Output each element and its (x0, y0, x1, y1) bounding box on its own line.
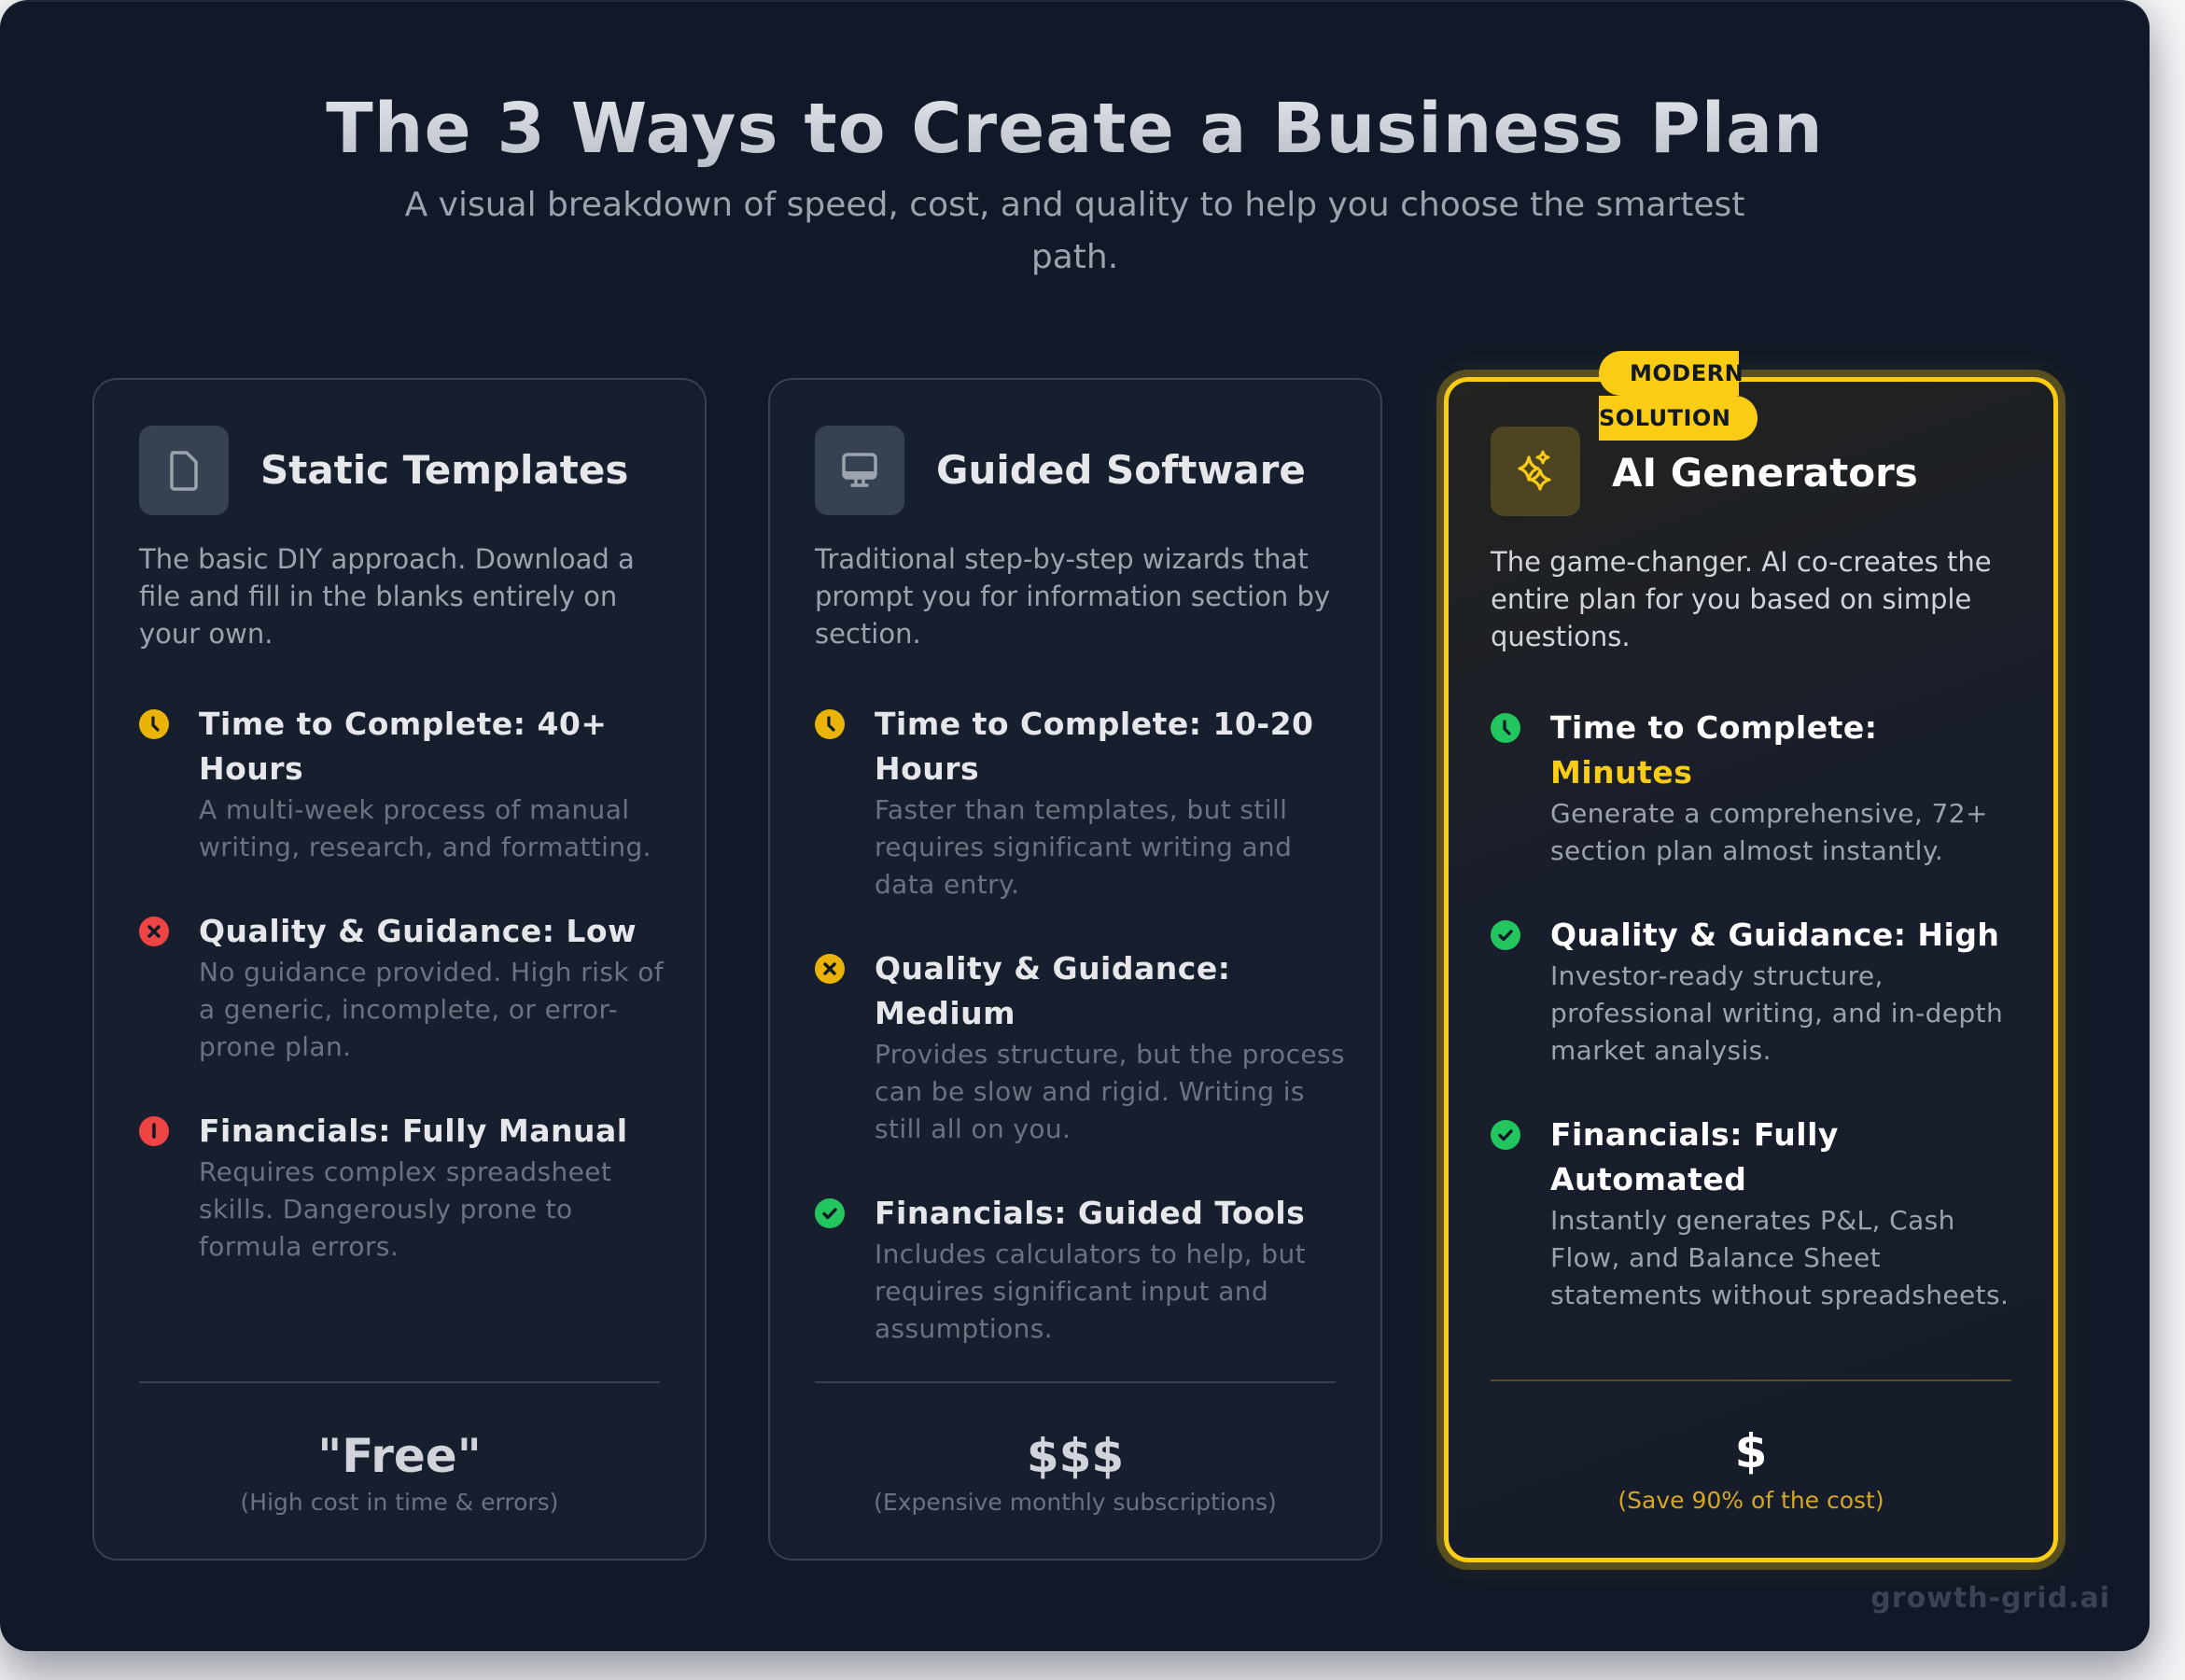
feature-description: Requires complex spreadsheet skills. Dan… (199, 1156, 612, 1262)
feature-description: Faster than templates, but still require… (875, 794, 1293, 900)
sparkles-icon (1491, 427, 1580, 516)
feature-title: Time to Complete: Minutes (1550, 706, 2023, 795)
document-icon (139, 426, 229, 515)
feature-time: Time to Complete: Minutes Generate a com… (1491, 706, 2023, 870)
card-description: The basic DIY approach. Download a file … (139, 543, 635, 650)
feature-time: Time to Complete: 10-20 Hours Faster tha… (815, 702, 1347, 903)
page-title: The 3 Ways to Create a Business Plan (0, 84, 2150, 174)
feature-title: Quality & Guidance: Medium (875, 950, 1231, 1031)
price-label: $$$ (1026, 1429, 1125, 1483)
feature-financials: Financials: Fully Manual Requires comple… (139, 1109, 671, 1266)
feature-quality: Quality & Guidance: High Investor-ready … (1491, 913, 2023, 1070)
card-ai-generators: AI Generators The game-changer. AI co-cr… (1444, 377, 2058, 1562)
x-circle-icon (815, 954, 845, 984)
price-label: "Free" (317, 1429, 482, 1483)
divider (815, 1381, 1336, 1383)
check-circle-icon (1491, 1120, 1520, 1150)
feature-description: A multi-week process of manual writing, … (199, 794, 651, 862)
x-circle-icon (139, 917, 169, 946)
feature-quality: Quality & Guidance: Low No guidance prov… (139, 909, 671, 1066)
modern-solution-badge: MODERN SOLUTION (1599, 351, 1758, 441)
feature-description: No guidance provided. High risk of a gen… (199, 957, 665, 1062)
card-title: Guided Software (936, 447, 1306, 493)
badge-line-2: SOLUTION (1599, 396, 1758, 441)
feature-title: Quality & Guidance: Low (199, 913, 637, 949)
feature-quality: Quality & Guidance: Medium Provides stru… (815, 946, 1347, 1148)
divider (139, 1381, 660, 1383)
feature-description: Provides structure, but the process can … (875, 1039, 1345, 1144)
card-description: The game-changer. AI co-creates the enti… (1491, 546, 1992, 652)
infographic-panel: The 3 Ways to Create a Business Plan A v… (0, 0, 2150, 1651)
feature-title: Financials: Guided Tools (875, 1195, 1306, 1231)
feature-list: Time to Complete: 10-20 Hours Faster tha… (815, 702, 1347, 1391)
price-note: (High cost in time & errors) (240, 1489, 559, 1516)
feature-list: Time to Complete: Minutes Generate a com… (1491, 706, 2023, 1357)
card-description: Traditional step-by-step wizards that pr… (815, 543, 1331, 650)
feature-title: Financials: Fully Automated (1550, 1116, 1839, 1197)
check-circle-icon (815, 1198, 845, 1228)
card-guided-software: Guided Software Traditional step-by-step… (768, 378, 1382, 1561)
page-subtitle: A visual breakdown of speed, cost, and q… (404, 186, 1745, 276)
monitor-icon (815, 426, 904, 515)
feature-title: Time to Complete: 10-20 Hours (875, 706, 1314, 787)
feature-description: Instantly generates P&L, Cash Flow, and … (1550, 1205, 2010, 1310)
feature-title-text: Time to Complete: (1550, 709, 1878, 746)
badge-line-1: MODERN (1599, 351, 1744, 396)
feature-list: Time to Complete: 40+ Hours A multi-week… (139, 702, 671, 1309)
feature-description: Generate a comprehensive, 72+ section pl… (1550, 798, 1988, 866)
price-label: $ (1734, 1424, 1768, 1478)
clock-icon (139, 709, 169, 739)
card-static-templates: Static Templates The basic DIY approach.… (92, 378, 707, 1561)
feature-financials: Financials: Guided Tools Includes calcul… (815, 1191, 1347, 1348)
clock-icon (815, 709, 845, 739)
alert-circle-icon (139, 1116, 169, 1146)
card-title: AI Generators (1612, 450, 1918, 496)
clock-icon (1491, 713, 1520, 743)
feature-financials: Financials: Fully Automated Instantly ge… (1491, 1113, 2023, 1314)
feature-description: Includes calculators to help, but requir… (875, 1239, 1306, 1344)
divider (1491, 1379, 2011, 1381)
feature-title: Time to Complete: 40+ Hours (199, 706, 608, 787)
price-note: (Save 90% of the cost) (1618, 1487, 1884, 1514)
feature-time: Time to Complete: 40+ Hours A multi-week… (139, 702, 671, 866)
check-circle-icon (1491, 920, 1520, 950)
watermark: growth-grid.ai (1870, 1582, 2110, 1615)
feature-title: Quality & Guidance: High (1550, 917, 2000, 953)
price-note: (Expensive monthly subscriptions) (874, 1489, 1277, 1516)
feature-highlight: Minutes (1550, 754, 1693, 791)
card-title: Static Templates (260, 447, 629, 493)
feature-title: Financials: Fully Manual (199, 1113, 628, 1149)
feature-description: Investor-ready structure, professional w… (1550, 960, 2004, 1066)
